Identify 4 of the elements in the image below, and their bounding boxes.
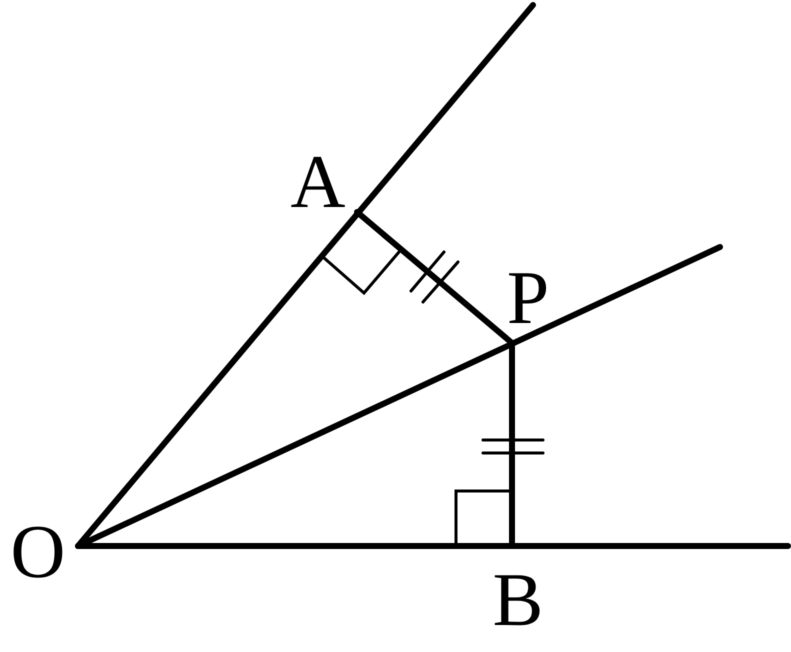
point-label: O xyxy=(10,514,66,590)
point-label: B xyxy=(492,562,544,638)
point-label: P xyxy=(506,260,550,336)
point-label: A xyxy=(290,144,346,220)
